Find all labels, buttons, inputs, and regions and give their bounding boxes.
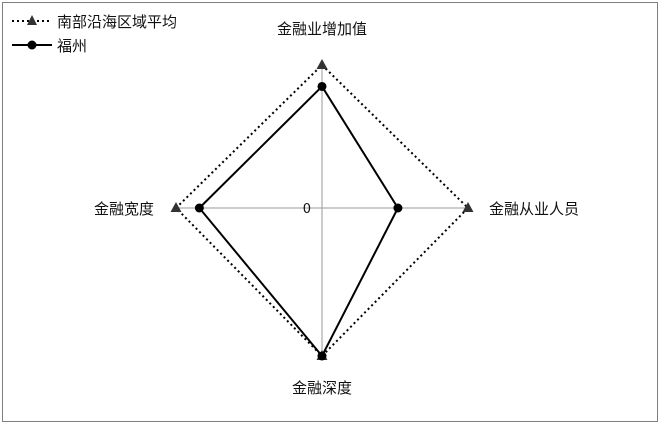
series-group [170, 59, 474, 361]
series-0-point-1 [462, 202, 474, 212]
axis-label-left: 金融宽度 [94, 200, 154, 218]
series-1-point-2 [317, 351, 327, 361]
series-line-1 [198, 84, 400, 358]
series-1-point-1 [393, 203, 403, 213]
axes-group [176, 65, 468, 356]
series-1-point-3 [194, 203, 204, 213]
axis-label-bottom: 金融深度 [292, 379, 352, 397]
series-1-point-0 [317, 81, 327, 91]
legend-item-fuzhou: 福州 [12, 37, 87, 55]
legend-item-average: 南部沿海区域平均 [12, 13, 177, 31]
legend-label-average: 南部沿海区域平均 [57, 13, 177, 31]
series-0-point-3 [170, 202, 182, 212]
axis-labels-group: 金融业增加值 金融从业人员 金融深度 金融宽度 0 [94, 20, 579, 397]
center-tick-label: 0 [303, 202, 311, 217]
legend: 南部沿海区域平均 福州 [12, 13, 177, 55]
axis-label-top: 金融业增加值 [277, 20, 367, 38]
series-0-point-0 [316, 59, 328, 69]
series-line-0 [174, 63, 470, 358]
axis-label-right: 金融从业人员 [489, 200, 579, 218]
circle-marker-icon [27, 40, 37, 50]
triangle-marker-icon [27, 15, 37, 25]
legend-label-fuzhou: 福州 [57, 37, 87, 55]
